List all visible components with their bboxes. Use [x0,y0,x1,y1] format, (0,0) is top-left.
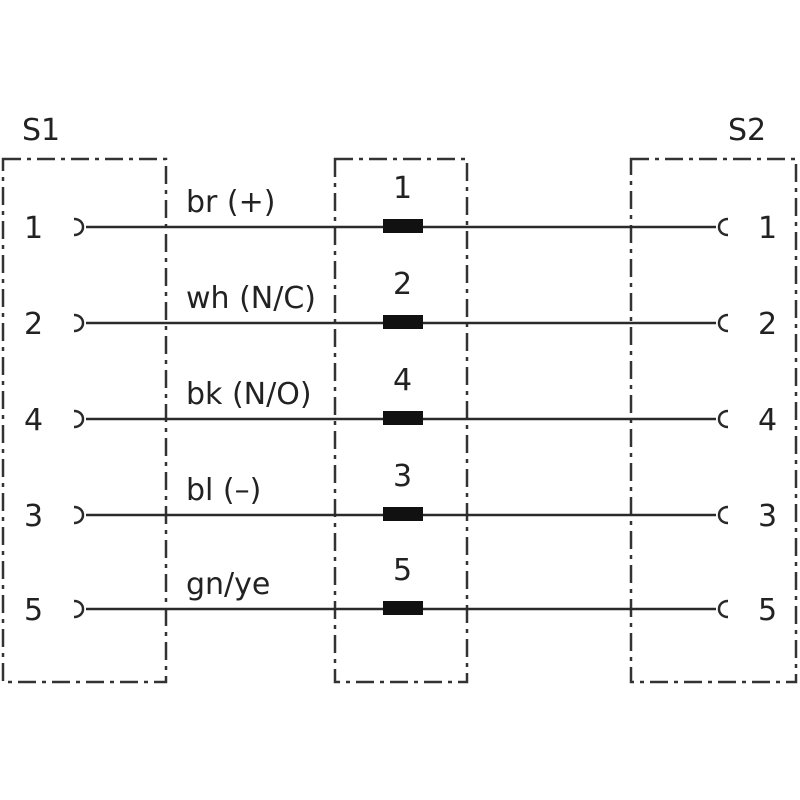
s2-plug-icon [717,217,729,237]
s2-pin-label: 5 [758,593,777,628]
core-number-label: 3 [393,459,412,494]
core-marker [383,219,423,233]
core-marker [383,507,423,521]
s2-pin-label: 3 [758,499,777,534]
core-marker [383,315,423,329]
connector-s1-box [1,157,168,684]
core-number-label: 1 [393,171,412,206]
connector-s1-label: S1 [22,113,60,148]
s1-pin-label: 5 [24,593,43,628]
wire-row-4: 3 bl (–) 3 3 [24,459,777,534]
s1-socket-icon [73,505,85,525]
connector-s2-label: S2 [728,113,766,148]
s1-pin-label: 1 [24,211,43,246]
core-number-label: 5 [393,553,412,588]
wire-row-2: 2 wh (N/C) 2 2 [24,267,777,342]
wire-row-3: 4 bk (N/O) 4 4 [24,363,777,438]
wire-color-label: bk (N/O) [186,377,312,412]
connector-s2-box [629,157,798,684]
s2-plug-icon [717,599,729,619]
s1-pin-label: 4 [24,403,43,438]
s2-pin-label: 2 [758,307,777,342]
s1-pin-label: 3 [24,499,43,534]
s2-plug-icon [717,313,729,333]
s1-socket-icon [73,313,85,333]
s1-socket-icon [73,409,85,429]
wire-row-1: 1 br (+) 1 1 [24,171,777,246]
s2-pin-label: 1 [758,211,777,246]
s2-plug-icon [717,409,729,429]
core-number-label: 2 [393,267,412,302]
wire-color-label: br (+) [186,185,275,220]
s1-socket-icon [73,217,85,237]
wire-color-label: gn/ye [186,567,270,602]
s1-pin-label: 2 [24,307,43,342]
core-marker [383,411,423,425]
wire-color-label: bl (–) [186,473,261,508]
cable-core-box [333,157,469,684]
wire-color-label: wh (N/C) [186,281,316,316]
core-marker [383,601,423,615]
wire-row-5: 5 gn/ye 5 5 [24,553,777,628]
s2-plug-icon [717,505,729,525]
s1-socket-icon [73,599,85,619]
core-number-label: 4 [393,363,412,398]
s2-pin-label: 4 [758,403,777,438]
